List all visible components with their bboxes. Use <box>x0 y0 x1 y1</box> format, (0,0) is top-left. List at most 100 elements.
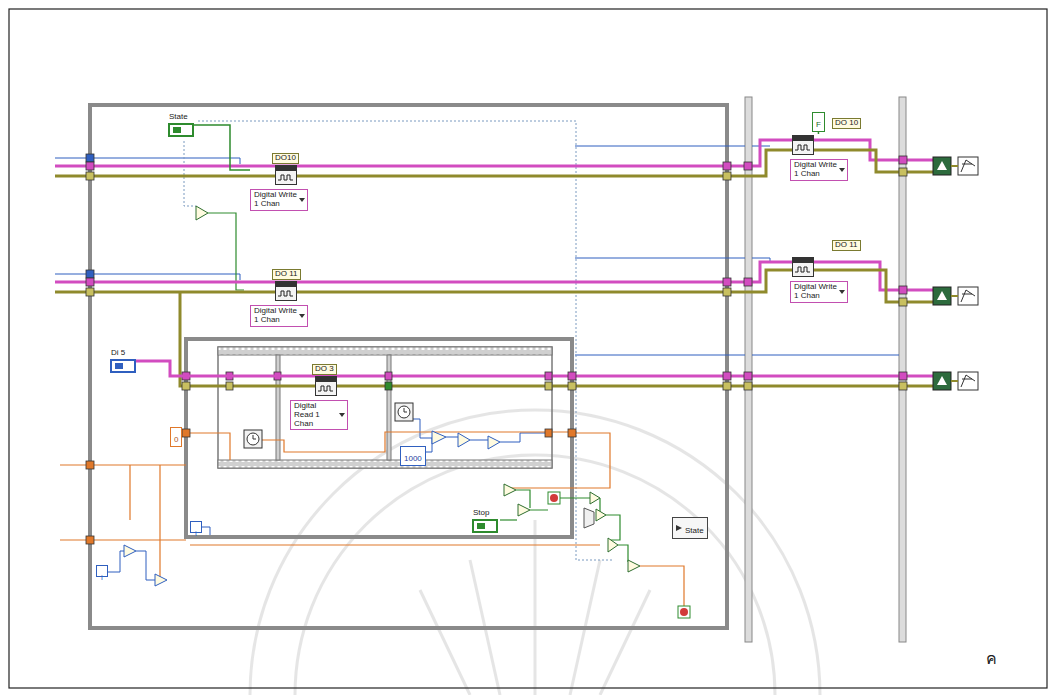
wire <box>55 158 240 164</box>
clear-task-icon <box>933 157 951 175</box>
channel-label: DO 10 <box>832 118 861 129</box>
compare-node <box>504 484 516 496</box>
tunnel <box>86 162 94 170</box>
selector-text: Digital Write 1 Chan <box>254 307 297 325</box>
arrow-shape <box>339 413 345 417</box>
tunnel <box>86 270 94 278</box>
clear-task-icons <box>933 157 978 390</box>
seal-rays <box>420 520 650 695</box>
logic-nodes <box>196 206 640 572</box>
selector-arrow <box>839 167 845 173</box>
local-arrow <box>675 524 683 532</box>
error-handler-icon <box>958 157 978 175</box>
iteration-terminal: i <box>96 565 108 577</box>
float-wires <box>60 432 684 606</box>
wire <box>184 141 196 206</box>
tunnel <box>545 429 552 437</box>
terminal-box <box>168 123 194 137</box>
wire <box>576 498 612 560</box>
terminal-box <box>472 519 498 533</box>
daqmx-icon <box>792 135 814 155</box>
daqmx-read-node: DO 3Digital Read 1 Chan <box>290 357 348 430</box>
icon-frame <box>244 430 262 448</box>
selector-arrow <box>839 289 845 295</box>
tunnel <box>86 288 94 296</box>
while-loop <box>90 105 727 628</box>
wire <box>575 146 770 147</box>
icon-band <box>276 282 296 287</box>
seal-arc <box>250 410 820 695</box>
tunnel <box>86 172 94 180</box>
icon-frame <box>276 282 297 301</box>
icon-glyph <box>937 376 947 385</box>
tunnel <box>899 382 907 390</box>
tunnel <box>723 162 731 170</box>
arithmetic-nodes <box>124 431 500 586</box>
tunnel <box>723 278 731 286</box>
tunnel <box>899 372 907 380</box>
node-label: F <box>816 120 821 129</box>
channel-label: DO 11 <box>272 269 301 280</box>
icon-glyph <box>937 161 947 170</box>
subtract-node <box>432 431 446 444</box>
selector-arrow <box>299 313 305 319</box>
iteration-terminal: i <box>190 521 202 533</box>
icon-glyph <box>795 267 810 272</box>
tunnel <box>182 382 190 390</box>
tunnel <box>226 382 233 390</box>
icon-frame <box>793 136 814 155</box>
wire <box>60 540 600 545</box>
icon-band <box>793 136 813 141</box>
page-number: ค <box>986 646 997 671</box>
tunnel <box>723 172 731 180</box>
channel-label: DO 3 <box>312 364 337 375</box>
wire <box>951 166 958 381</box>
wire <box>180 292 933 386</box>
frame-divider <box>387 355 391 460</box>
and-gate <box>608 538 618 552</box>
icon-glyph <box>937 291 947 300</box>
multiply-node <box>488 436 500 449</box>
tunnel <box>723 382 731 390</box>
numeric-constant: 1000 <box>400 446 426 466</box>
tunnel <box>385 372 392 380</box>
clear-task-icon <box>933 287 951 305</box>
node-label: Di 5 <box>110 349 136 358</box>
or-gate <box>518 504 530 516</box>
tunnel <box>899 286 907 294</box>
frame-divider <box>276 355 280 460</box>
tunnel <box>744 278 752 286</box>
tunnel <box>545 372 552 380</box>
tunnel <box>86 278 94 286</box>
node-label: 0 <box>174 435 178 444</box>
icon-frame <box>793 258 814 277</box>
stop-dot <box>550 494 558 502</box>
daqmx-write-node: DO 10Digital Write 1 Chan <box>790 134 848 181</box>
page-border <box>9 9 1047 688</box>
wire-connector <box>136 361 290 376</box>
comparator-node <box>196 206 208 220</box>
node-label: State <box>685 526 704 535</box>
daqmx-write-node: DO 11Digital Write 1 Chan <box>790 256 848 303</box>
daqmx-icon <box>315 376 337 396</box>
tunnel <box>86 536 94 544</box>
compare-node <box>124 545 136 557</box>
channel-label: DO10 <box>272 153 299 164</box>
terminal-fill <box>115 363 123 369</box>
seal-arc <box>295 455 775 695</box>
polymorphic-selector: Digital Write 1 Chan <box>790 159 848 181</box>
node-label: 1000 <box>404 454 422 463</box>
tunnel <box>744 162 752 170</box>
error-handler-icon <box>958 372 978 390</box>
stop-dot <box>680 608 688 616</box>
tunnel <box>744 382 752 390</box>
tunnel <box>568 372 576 380</box>
sequence-frame-bar <box>899 97 906 642</box>
stop-terminal <box>548 492 560 504</box>
arrow-shape <box>839 290 845 294</box>
selector-text: Digital Write 1 Chan <box>794 161 837 179</box>
terminal-fill <box>477 523 485 529</box>
tunnels <box>86 154 907 544</box>
clear-task-icon <box>933 372 951 390</box>
